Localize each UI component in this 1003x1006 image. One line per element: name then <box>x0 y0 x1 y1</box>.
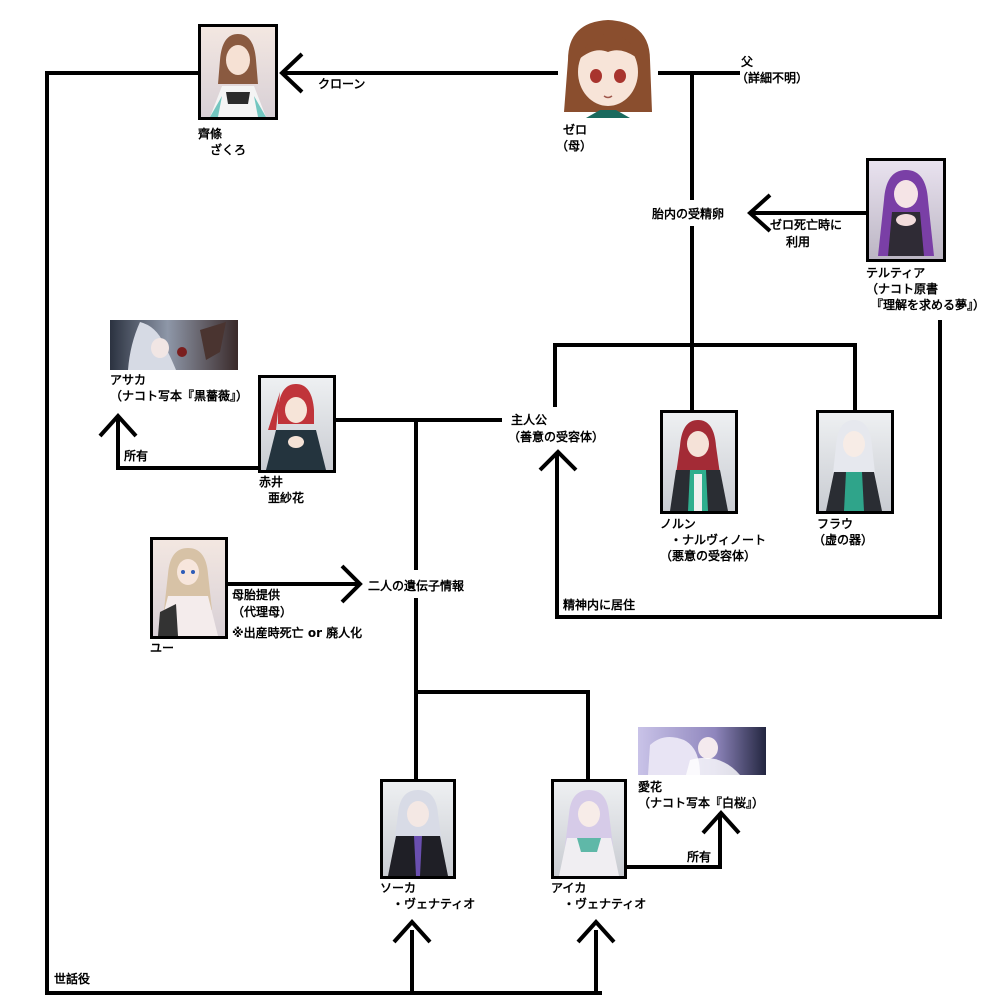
father-sub: （詳細不明） <box>736 70 808 85</box>
edge-owned-right: 所有 <box>687 849 711 864</box>
terutia-sub2: 『理解を求める夢』） <box>871 297 985 312</box>
portrait-furau <box>816 410 894 514</box>
portrait-aika-book <box>638 727 766 775</box>
portrait-akai <box>258 375 336 473</box>
aika-sub: ・ヴェナティオ <box>563 896 646 911</box>
akai-sub: 亜紗花 <box>268 490 304 505</box>
genes-label: 二人の遺伝子情報 <box>368 578 465 593</box>
portrait-souka <box>380 779 456 879</box>
portrait-zakuro <box>198 24 278 120</box>
portrait-norun <box>660 410 738 514</box>
norun-name: ノルン <box>660 517 696 531</box>
portrait-zero <box>560 18 658 118</box>
edge-womb-2: （代理母） <box>232 604 292 619</box>
aika-book-name: 愛花 <box>638 779 662 794</box>
zero-sub: （母） <box>556 138 592 153</box>
arrow-to-genes <box>340 564 363 604</box>
akai-name: 赤井 <box>259 474 283 489</box>
arrow-heads <box>98 52 772 944</box>
arrow-to-souka <box>392 919 432 944</box>
portrait-aika <box>551 779 627 879</box>
arrow-to-zakuro <box>279 52 304 94</box>
arrow-to-aika-book <box>701 810 741 835</box>
furau-name: フラウ <box>817 517 853 531</box>
souka-sub: ・ヴェナティオ <box>392 896 475 911</box>
asaka-sub: （ナコト写本『黒薔薇』） <box>110 388 248 403</box>
edge-owned-left: 所有 <box>124 448 148 463</box>
norun-sub2: （悪意の受容体） <box>660 548 756 563</box>
edge-zero-death-2: 利用 <box>786 234 810 249</box>
portrait-terutia <box>866 158 946 262</box>
edge-caretaker: 世話役 <box>54 971 90 986</box>
edge-womb-1: 母胎提供 <box>232 587 280 602</box>
zakuro-name: 齊條 <box>197 126 223 141</box>
edge-reside: 精神内に居住 <box>563 597 635 612</box>
arrow-to-asaka <box>98 413 138 438</box>
embryo-label: 胎内の受精卵 <box>652 206 724 221</box>
arrow-to-aika <box>576 919 616 944</box>
zero-name: ゼロ <box>563 122 587 137</box>
furau-sub: （虚の器） <box>813 532 873 547</box>
father-name: 父 <box>740 55 754 69</box>
aika-book-sub: （ナコト写本『白桜』） <box>638 795 764 810</box>
node-labels: ゼロ （母） 父 （詳細不明） 齊條 ざくろ 胎内の受精卵 テルティア （ナコト… <box>110 55 985 911</box>
terutia-sub1: （ナコト原書 <box>866 281 938 296</box>
protagonist-name: 主人公 <box>511 412 547 427</box>
arrow-to-protagonist <box>538 449 578 472</box>
edge-zero-death-1: ゼロ死亡時に <box>770 217 842 232</box>
arrow-to-embryo <box>747 193 772 233</box>
zakuro-sub: ざくろ <box>210 142 246 157</box>
terutia-name: テルティア <box>866 266 925 280</box>
portrait-asaka <box>110 320 238 370</box>
edge-labels: クローン ゼロ死亡時に 利用 所有 母胎提供 （代理母） ※出産時死亡 or 廃… <box>54 77 842 986</box>
asaka-name: アサカ <box>110 373 146 387</box>
souka-name: ソーカ <box>380 881 416 895</box>
portrait-yu <box>150 537 228 639</box>
yu-name: ユー <box>150 641 174 655</box>
aika-name: アイカ <box>551 881 586 895</box>
edge-clone: クローン <box>318 77 365 91</box>
protagonist-sub: （善意の受容体） <box>508 429 604 444</box>
edge-womb-3: ※出産時死亡 or 廃人化 <box>232 625 362 640</box>
connector-lines <box>45 71 942 995</box>
norun-sub: ・ナルヴィノート <box>670 532 766 547</box>
